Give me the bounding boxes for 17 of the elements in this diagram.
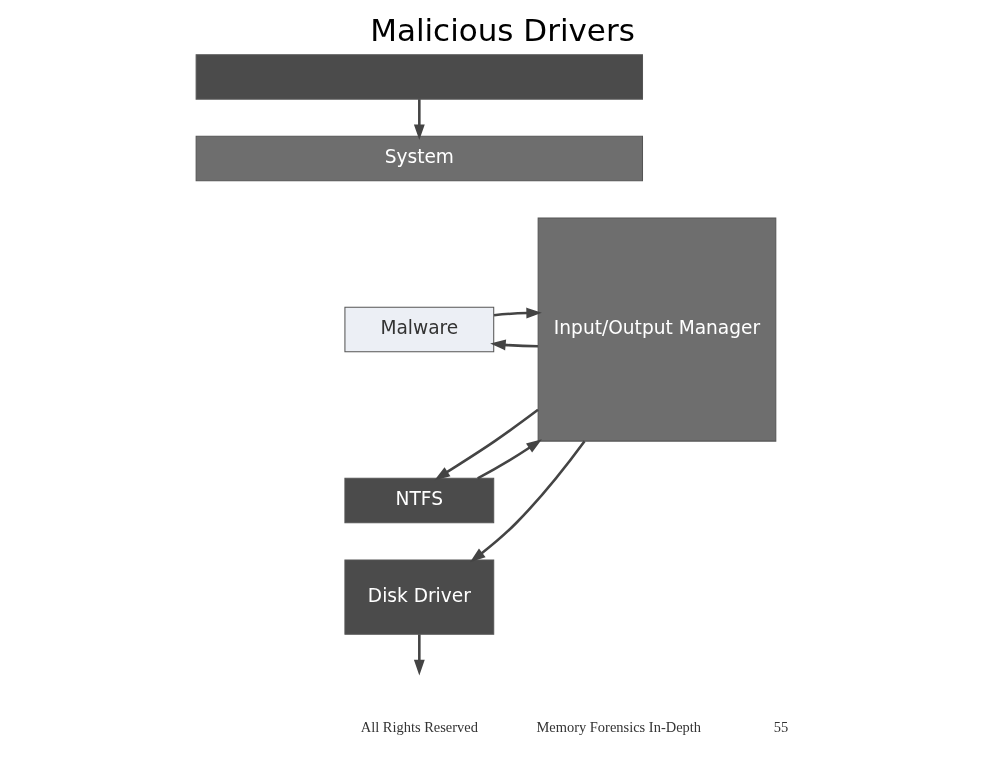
- node-box: NTFS: [344, 477, 495, 524]
- node-box: Malware: [344, 306, 495, 353]
- label: Memory Forensics In-Depth: [536, 718, 702, 735]
- node-box: [195, 54, 644, 100]
- label: 55: [773, 718, 789, 735]
- arrow: [469, 440, 586, 563]
- node-box: Disk Driver: [344, 559, 495, 635]
- arrow: [434, 408, 539, 481]
- diagram-title: Malicious Drivers: [370, 12, 635, 49]
- arrow: [413, 634, 425, 676]
- arrow: [413, 99, 425, 140]
- node-box: Input/Output Manager: [537, 217, 777, 442]
- arrow: [493, 307, 542, 319]
- label: All Rights Reserved: [360, 718, 478, 735]
- arrow: [477, 439, 542, 480]
- node-box: System: [195, 135, 644, 182]
- arrow: [490, 339, 538, 351]
